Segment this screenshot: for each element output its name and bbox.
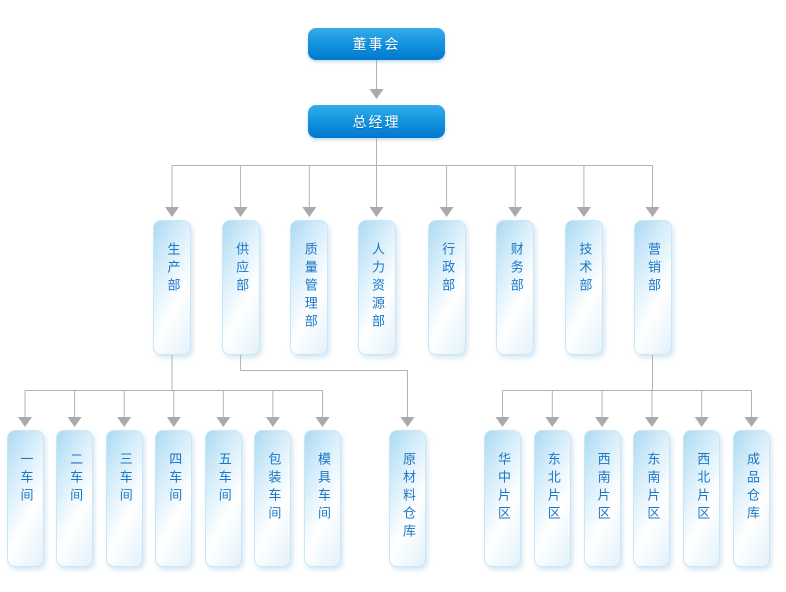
node-label: 五车间 — [215, 452, 231, 506]
node-label: 人力资源部 — [369, 242, 384, 332]
node-region-northeast: 东北片区 — [533, 430, 571, 567]
node-workshop-3: 三车间 — [105, 430, 143, 567]
node-region-huazhong: 华中片区 — [484, 430, 521, 567]
node-finance-dept: 财务部 — [496, 220, 535, 355]
node-label: 包装车间 — [265, 452, 281, 524]
node-finished-goods-warehouse: 成品仓库 — [733, 430, 770, 567]
node-technology-dept: 技术部 — [564, 220, 603, 355]
node-label: 西北片区 — [694, 452, 710, 524]
node-production-dept: 生产部 — [153, 220, 191, 355]
node-human-resources-dept: 人力资源部 — [357, 220, 396, 355]
node-label: 原材料仓库 — [400, 452, 415, 542]
node-quality-management-dept: 质量管理部 — [290, 220, 329, 355]
node-workshop-4: 四车间 — [155, 430, 193, 567]
node-label: 三车间 — [116, 452, 132, 506]
node-label: 华中片区 — [495, 452, 510, 524]
node-label: 东北片区 — [544, 452, 560, 524]
node-label: 生产部 — [164, 242, 180, 296]
node-label: 西南片区 — [594, 452, 610, 524]
node-label: 东南片区 — [644, 452, 660, 524]
node-board: 董事会 — [308, 28, 445, 60]
node-label: 供应部 — [233, 242, 249, 296]
node-general-manager: 总经理 — [308, 105, 445, 138]
node-label: 董事会 — [352, 37, 401, 53]
node-label: 二车间 — [67, 452, 83, 506]
node-label: 质量管理部 — [301, 242, 317, 332]
node-label: 总经理 — [352, 114, 401, 131]
node-label: 技术部 — [576, 242, 592, 296]
node-label: 四车间 — [166, 452, 182, 506]
node-label: 成品仓库 — [744, 452, 759, 524]
node-packaging-workshop: 包装车间 — [254, 430, 292, 567]
node-mold-workshop: 模具车间 — [304, 430, 341, 567]
node-label: 行政部 — [439, 242, 455, 296]
node-region-southwest: 西南片区 — [583, 430, 621, 567]
node-workshop-5: 五车间 — [204, 430, 242, 567]
node-marketing-dept: 营销部 — [633, 220, 672, 355]
node-label: 模具车间 — [315, 452, 330, 524]
node-label: 营销部 — [645, 242, 660, 296]
node-region-northwest: 西北片区 — [683, 430, 721, 567]
node-label: 财务部 — [507, 242, 523, 296]
node-workshop-1: 一车间 — [6, 430, 44, 567]
node-label: 一车间 — [17, 452, 33, 506]
node-supply-dept: 供应部 — [221, 220, 260, 355]
node-administration-dept: 行政部 — [427, 220, 466, 355]
node-raw-material-warehouse: 原材料仓库 — [389, 430, 426, 567]
node-workshop-2: 二车间 — [56, 430, 94, 567]
node-region-southeast: 东南片区 — [633, 430, 671, 567]
